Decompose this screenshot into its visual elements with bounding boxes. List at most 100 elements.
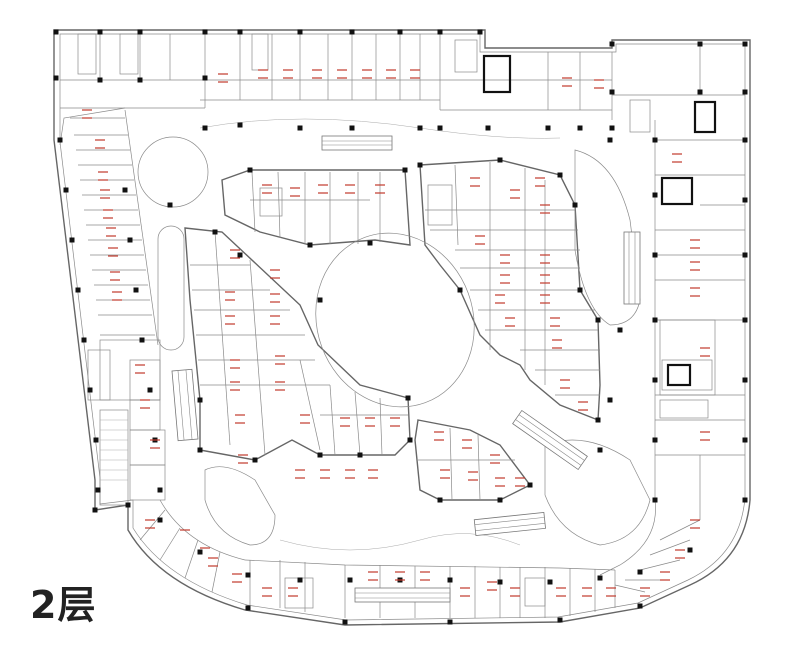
left-shop-row (59, 107, 159, 346)
column (252, 457, 258, 463)
column (557, 172, 563, 178)
column (137, 29, 143, 35)
column (547, 579, 553, 585)
column (349, 125, 355, 131)
column (97, 77, 103, 83)
column (63, 187, 69, 193)
column (157, 487, 163, 493)
central-right-partitions (425, 162, 600, 396)
column (81, 337, 87, 343)
column (197, 549, 203, 555)
column (97, 29, 103, 35)
lower-middle-partitions (418, 427, 515, 501)
column (437, 125, 443, 131)
column (297, 29, 303, 35)
structural-columns (53, 29, 748, 625)
column (95, 487, 101, 493)
central-right-block (419, 159, 601, 422)
vertical-cores (77, 33, 717, 609)
right-shop-column (654, 120, 745, 520)
column (742, 317, 748, 323)
column (742, 377, 748, 383)
lower-right-atrium (544, 439, 651, 546)
column (87, 387, 93, 393)
left-island (184, 227, 411, 461)
column (202, 125, 208, 131)
column (637, 569, 643, 575)
column (197, 397, 203, 403)
column (297, 125, 303, 131)
upper-left-island-partitions (250, 171, 381, 244)
column (607, 397, 613, 403)
column (139, 337, 145, 343)
column (742, 41, 748, 47)
column (527, 482, 533, 488)
column (69, 237, 75, 243)
column (652, 317, 658, 323)
column (652, 437, 658, 443)
column (237, 252, 243, 258)
escalator-left (171, 368, 199, 442)
column (202, 75, 208, 81)
column (742, 137, 748, 143)
column (652, 497, 658, 503)
inner-outline (59, 33, 746, 621)
column (75, 287, 81, 293)
column (137, 77, 143, 83)
column (407, 437, 413, 443)
column (485, 125, 491, 131)
left-island-partitions (190, 231, 408, 456)
column (92, 507, 98, 513)
column (447, 577, 453, 583)
column (122, 187, 128, 193)
column (417, 162, 423, 168)
unit-label-marks (82, 69, 710, 597)
column (652, 192, 658, 198)
column (93, 437, 99, 443)
corridor-curve-top (199, 118, 561, 139)
column (637, 603, 643, 609)
column (437, 29, 443, 35)
column (597, 575, 603, 581)
column (237, 122, 243, 128)
column (317, 297, 323, 303)
column (545, 125, 551, 131)
column (405, 395, 411, 401)
column (607, 137, 613, 143)
column (57, 137, 63, 143)
escalator-diagonal (512, 409, 588, 471)
column (595, 417, 601, 423)
column (212, 229, 218, 235)
column (245, 605, 251, 611)
top-shop-row (60, 34, 745, 120)
column (577, 287, 583, 293)
left-void-strip (157, 225, 185, 351)
column (457, 287, 463, 293)
column (687, 547, 693, 553)
column (652, 377, 658, 383)
column (477, 29, 483, 35)
column (742, 89, 748, 95)
column (497, 497, 503, 503)
column (297, 577, 303, 583)
escalator-bottom (473, 511, 546, 537)
column (349, 29, 355, 35)
column (447, 619, 453, 625)
column (437, 497, 443, 503)
column (609, 89, 615, 95)
column (742, 197, 748, 203)
column (595, 317, 601, 323)
column (357, 452, 363, 458)
column (617, 327, 623, 333)
central-atrium (315, 232, 475, 408)
lower-left-atrium (204, 466, 276, 546)
corridor-curve-bottom (279, 533, 521, 551)
column (367, 240, 373, 246)
column (397, 29, 403, 35)
column (652, 252, 658, 258)
column (125, 502, 131, 508)
column (317, 452, 323, 458)
column (697, 41, 703, 47)
right-atrium (574, 149, 641, 326)
bottom-left-shop-row (139, 499, 246, 593)
